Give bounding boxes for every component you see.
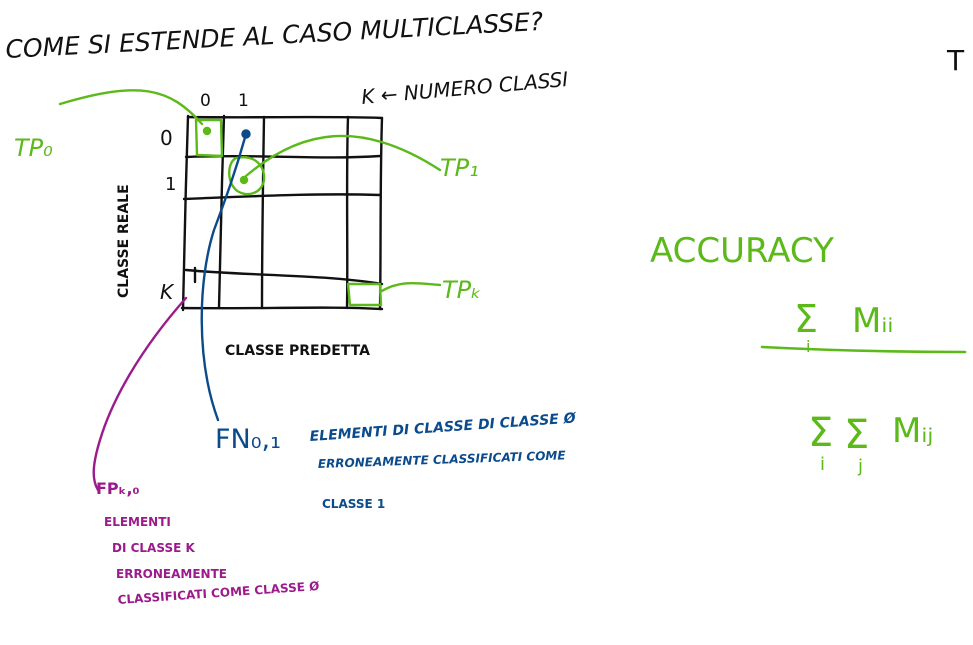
tp1-label: TP₁ <box>440 154 479 182</box>
tp0-leader <box>58 89 204 126</box>
row-label-0: 0 <box>160 126 173 150</box>
denominator-sigma-j-index: j <box>857 456 863 477</box>
denominator-sigma-i-index: i <box>820 454 825 475</box>
fp-description-line-2: DI CLASSE K <box>112 541 195 555</box>
col-label-0: 0 <box>200 91 211 111</box>
matrix-col-line-2 <box>260 115 266 310</box>
matrix-left-border <box>181 114 190 312</box>
numerator-term: Mᵢᵢ <box>852 301 894 341</box>
fp-label: FPₖ,₀ <box>96 479 140 498</box>
matrix-top-border <box>186 115 384 120</box>
row-label-k: K <box>160 280 175 304</box>
corner-letter: T <box>946 44 965 77</box>
fn-description-line-1: ELEMENTI DI CLASSE DI CLASSE Ø <box>309 410 577 445</box>
y-axis-label: CLASSE REALE <box>116 184 132 298</box>
matrix-col-line-1 <box>217 114 226 310</box>
fp-description-line-3: ERRONEAMENTE <box>116 567 227 581</box>
page-title: COME SI ESTENDE AL CASO MULTICLASSE? <box>5 7 544 64</box>
matrix-bottom-border <box>180 306 384 311</box>
denominator-sigma-i: Σ <box>808 410 833 456</box>
denominator-sigma-j: Σ <box>844 412 869 458</box>
fp-description-line-4: CLASSIFICATI COME CLASSE Ø <box>117 579 319 607</box>
fn-description-line-2: ERRONEAMENTE CLASSIFICATI COME <box>318 448 567 471</box>
false-negative-annotation <box>200 129 251 422</box>
fn-leader <box>200 132 248 422</box>
accuracy-formula: ACCURACY Σ i Mᵢᵢ Σ i Σ j Mᵢⱼ <box>650 231 967 477</box>
matrix-right-border <box>378 116 384 311</box>
fraction-bar <box>760 345 967 354</box>
matrix-row-line-2 <box>182 193 382 201</box>
true-positive-annotations <box>58 89 442 307</box>
fp-description-line-1: ELEMENTI <box>104 515 171 529</box>
fn-label: FN₀,₁ <box>215 424 281 455</box>
row-label-1: 1 <box>165 174 176 195</box>
k-number-classes-note: K ← NUMERO CLASSI <box>360 67 569 109</box>
tp1-leader <box>244 134 442 178</box>
tpk-label: TPₖ <box>442 276 481 304</box>
tp1-dot <box>239 175 249 185</box>
tp0-box <box>194 118 224 158</box>
numerator-sigma: Σ <box>794 297 818 341</box>
accuracy-title: ACCURACY <box>650 231 834 271</box>
x-axis-label: CLASSE PREDETTA <box>225 343 370 359</box>
denominator-term: Mᵢⱼ <box>892 411 933 451</box>
numerator-sigma-index: i <box>806 337 810 356</box>
fn-dot <box>241 129 251 139</box>
tpk-leader <box>378 281 442 294</box>
tpk-box <box>346 282 383 307</box>
col-label-1: 1 <box>238 91 249 111</box>
tp1-circle <box>228 156 266 196</box>
tp0-dot <box>202 126 212 136</box>
false-positive-annotation <box>92 296 188 492</box>
fp-leader <box>92 296 188 492</box>
matrix-col-line-3 <box>345 115 350 310</box>
matrix-row-line-3 <box>184 268 384 286</box>
tp0-label: TP₀ <box>14 134 53 162</box>
confusion-matrix <box>180 114 384 312</box>
fn-description-line-3: CLASSE 1 <box>322 497 385 511</box>
